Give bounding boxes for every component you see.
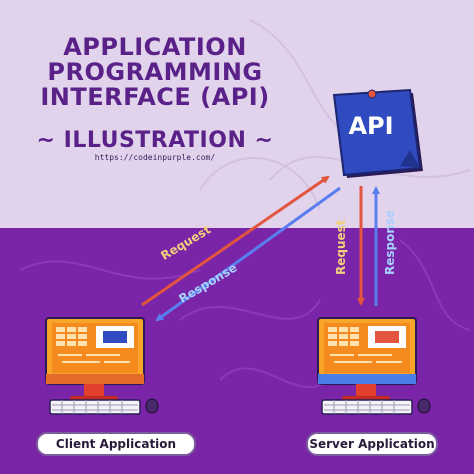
source-url: https://codeinpurple.com/ [94,153,216,162]
request-arrow-client-to-api [141,175,330,307]
server-application-label: Server Application [306,432,438,456]
title-line-2: PROGRAMMING [47,58,263,86]
illustration-subtitle: ~ ILLUSTRATION ~ [36,128,274,153]
client-computer [45,317,159,415]
decorative-swirls [19,19,471,389]
response-label-server: Response [383,209,397,275]
client-application-label: Client Application [36,432,196,456]
api-label: API [348,112,394,140]
api-sticky-note [332,88,423,178]
server-computer [317,317,431,415]
response-arrow-api-to-client [155,186,341,322]
request-label-server: Request [334,219,348,275]
title-line-1: APPLICATION [63,33,247,61]
pin-icon [367,89,377,99]
title-line-3: INTERFACE (API) [40,83,270,111]
